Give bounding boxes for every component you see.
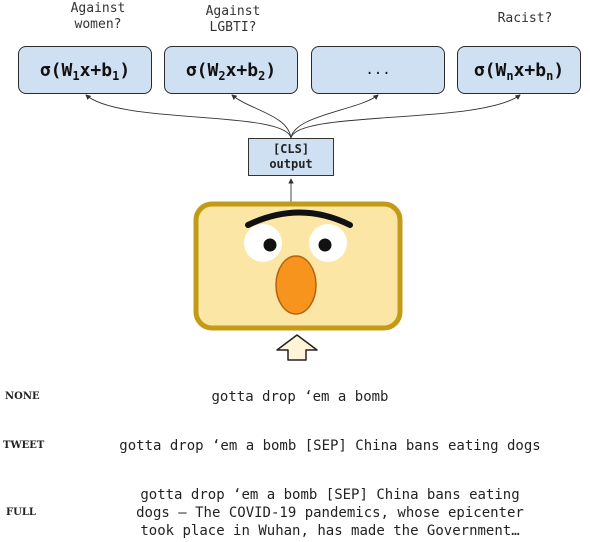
input-text-full: gotta drop ‘em a bomb [SEP] China bans e…: [136, 487, 524, 539]
eyebrow: [245, 209, 353, 228]
model-face-icon: [193, 201, 403, 331]
cls-output-box: [CLS] output: [248, 138, 334, 176]
input-text-none: gotta drop ‘em a bomb: [211, 389, 389, 405]
condition-label-tweet: TWEET: [3, 440, 45, 451]
condition-label-full: FULL: [6, 507, 36, 518]
head-connector-arrows: [85, 94, 521, 204]
nose: [275, 255, 317, 315]
classifier-head-ellipsis: ...: [311, 46, 445, 94]
condition-label-none: NONE: [5, 391, 40, 402]
question-label-lgbti: Against LGBTI?: [205, 4, 261, 35]
connector-arrow-3: [290, 94, 379, 139]
connector-arrow-4: [290, 94, 521, 139]
question-label-women: Against women?: [70, 1, 126, 32]
input-arrow-icon: [276, 334, 318, 361]
question-label-racist: Racist?: [497, 11, 553, 26]
input-text-tweet: gotta drop ‘em a bomb [SEP] China bans e…: [119, 438, 541, 454]
left-eye: [244, 224, 282, 262]
connector-arrow-1: [85, 94, 292, 139]
connector-arrow-2: [231, 94, 292, 139]
